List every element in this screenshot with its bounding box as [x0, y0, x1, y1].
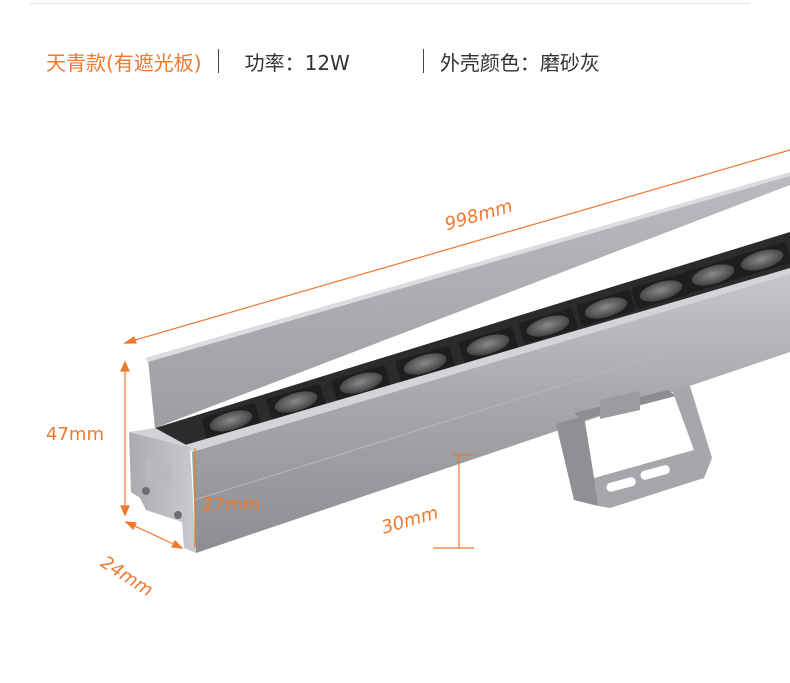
variant-title: 天青款(有遮光板) — [46, 50, 202, 75]
lens — [458, 327, 518, 363]
mounting-bracket — [556, 386, 712, 508]
separator — [217, 49, 219, 73]
end-cap — [129, 428, 196, 553]
arrow-icon — [123, 336, 137, 344]
lens — [331, 365, 391, 401]
visor-rim — [145, 172, 790, 362]
arrow-icon — [120, 505, 130, 517]
screw-icon — [174, 511, 182, 519]
visor-shield — [148, 175, 790, 428]
total-height-label: 47mm — [46, 424, 104, 445]
arrow-icon — [171, 539, 184, 549]
lens — [266, 384, 326, 420]
width-dim-line — [125, 521, 183, 549]
lens — [576, 290, 636, 326]
front-rim — [185, 268, 790, 452]
lens — [732, 242, 790, 278]
arrow-icon — [124, 521, 137, 531]
housing-color-spec: 外壳颜色：磨砂灰 — [439, 50, 600, 75]
housing-groove — [193, 313, 790, 501]
lens — [683, 257, 743, 293]
length-dim-line — [124, 149, 790, 344]
dimension-lines — [120, 149, 790, 549]
lens — [631, 273, 691, 309]
lens — [395, 346, 455, 382]
screw-icon — [142, 487, 150, 495]
lens-row — [201, 242, 790, 439]
separator — [422, 49, 424, 73]
body-height-label: 27mm — [202, 494, 260, 515]
power-spec: 功率：12W — [244, 50, 350, 75]
lens — [518, 308, 578, 344]
housing-front — [192, 274, 790, 553]
arrow-icon — [120, 360, 130, 372]
top-divider — [30, 3, 750, 4]
lens — [201, 403, 261, 439]
spec-header: 天青款(有遮光板) 功率：12W 外壳颜色：磨砂灰 — [46, 44, 600, 78]
